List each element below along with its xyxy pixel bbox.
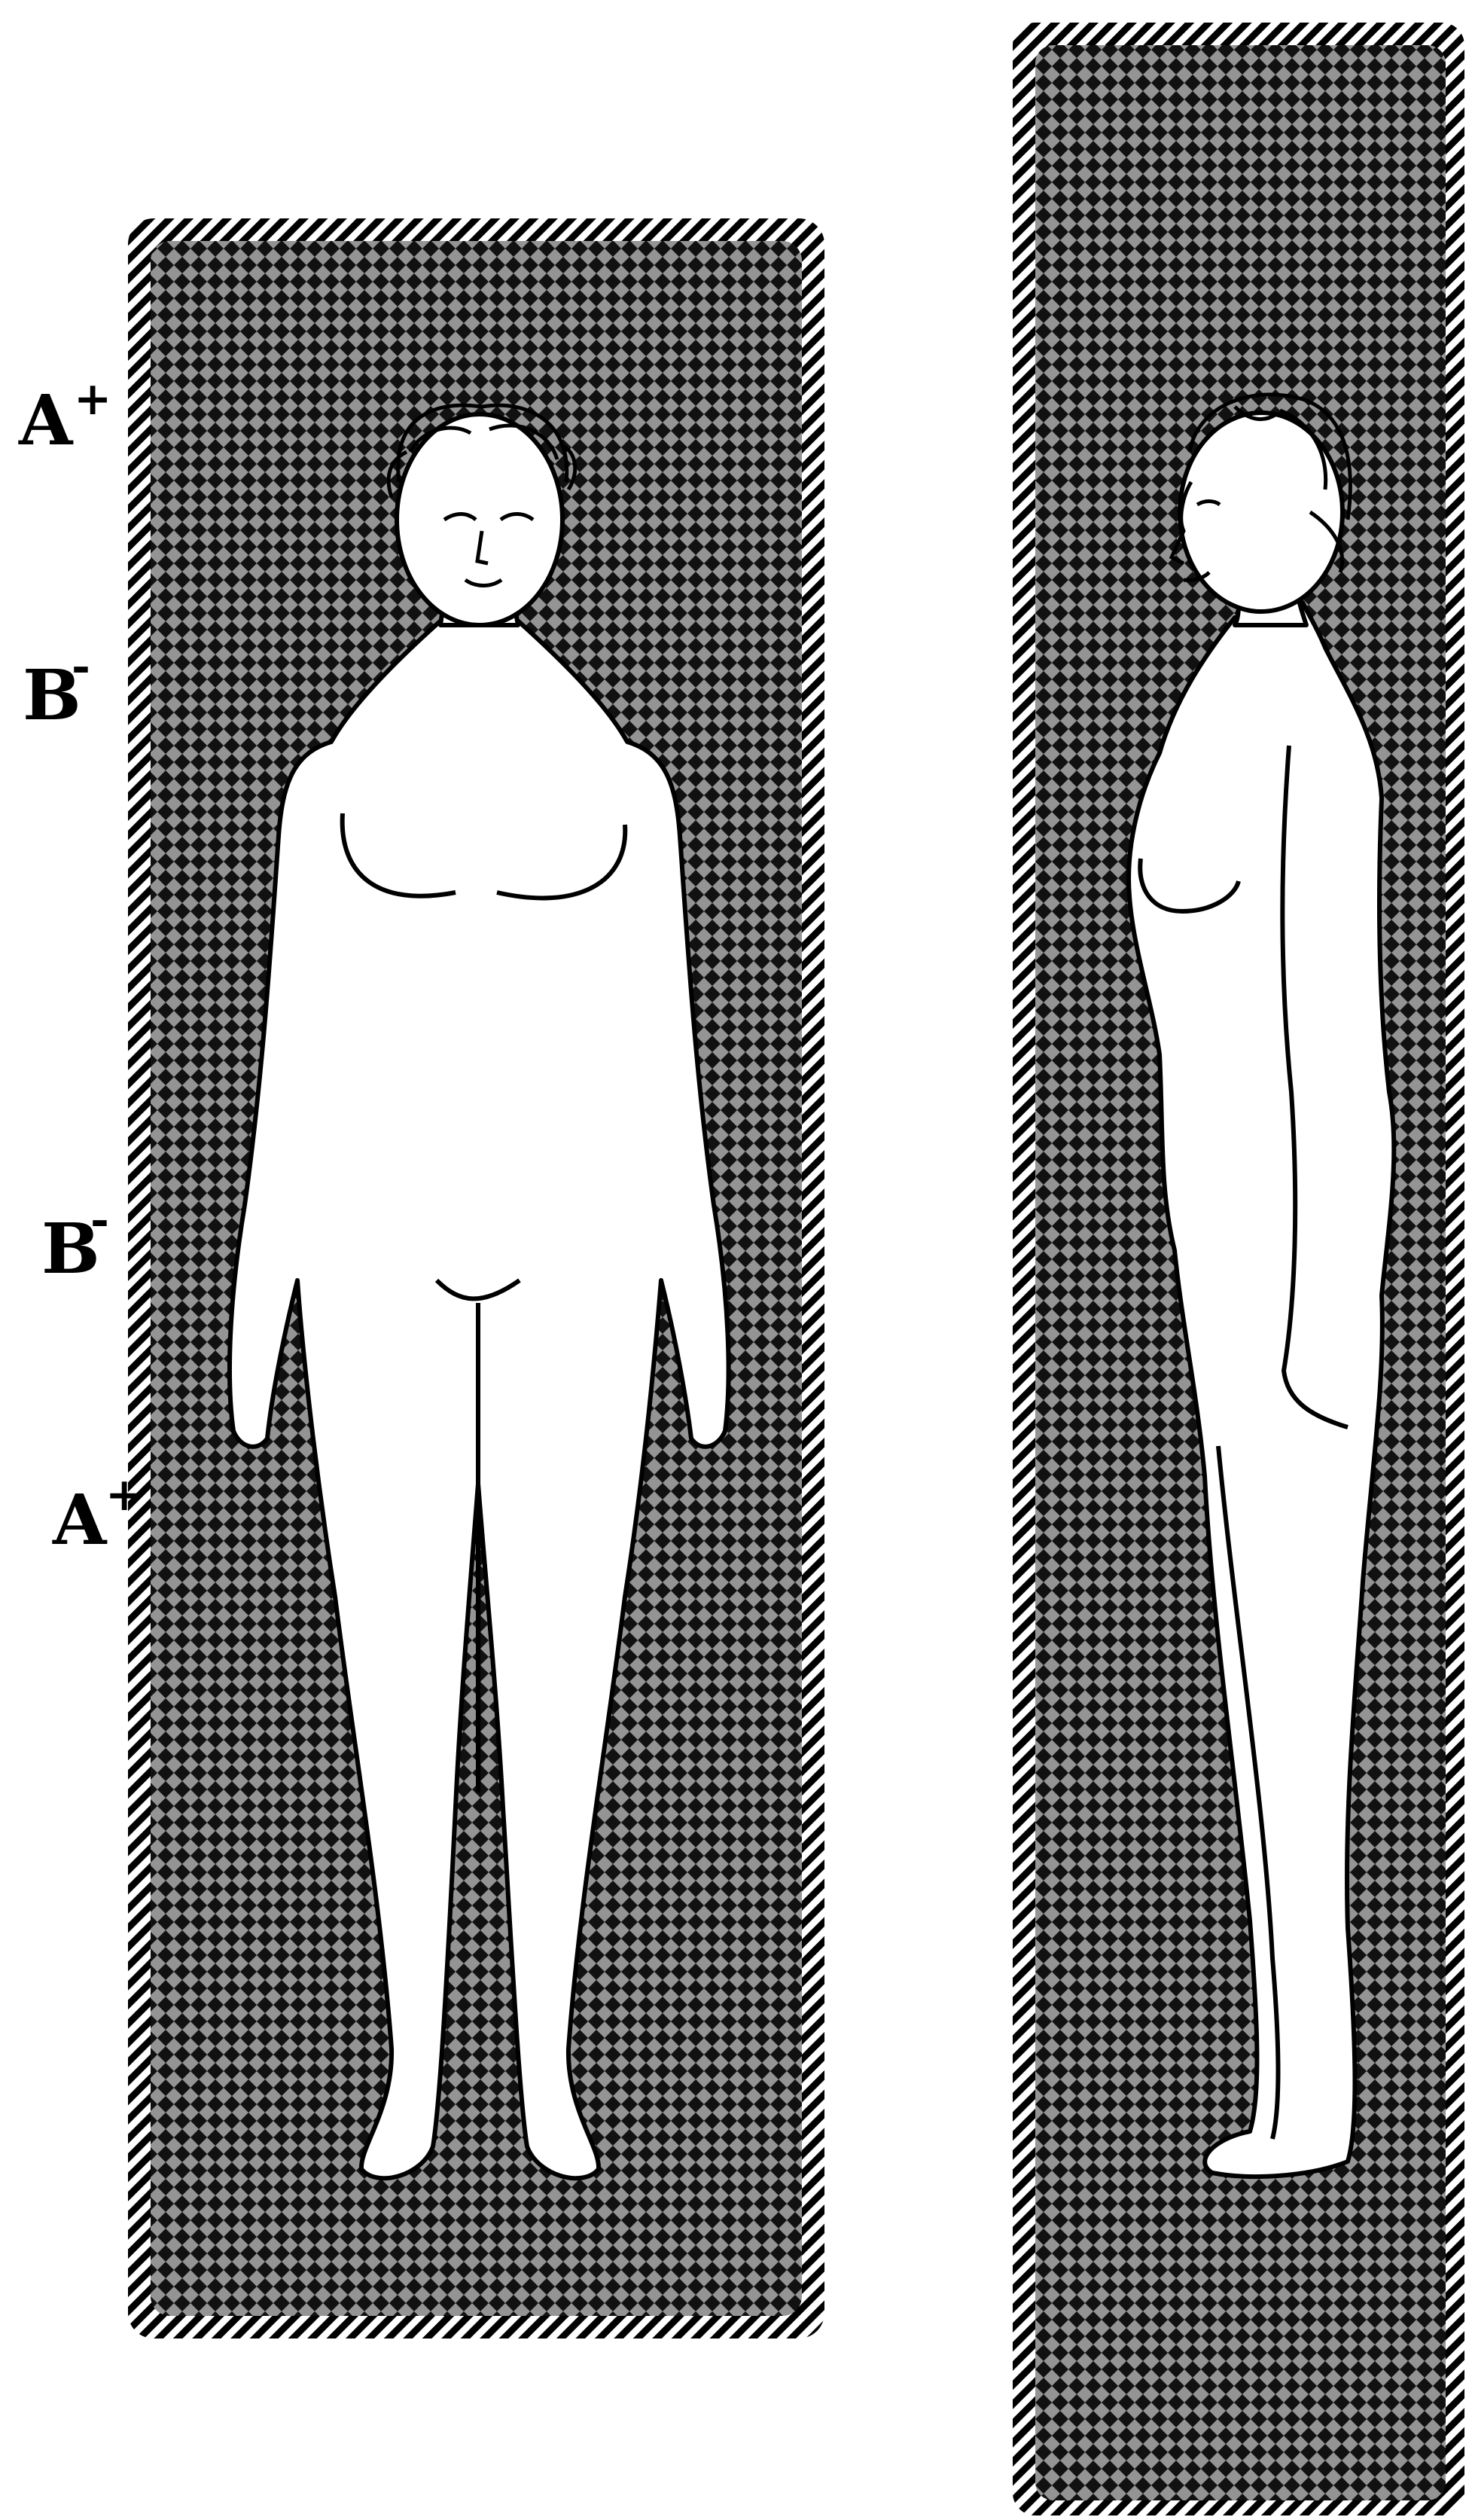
marker-1-sign: + bbox=[74, 373, 111, 426]
marker-1-letter: A bbox=[18, 380, 74, 461]
marker-4-sign: + bbox=[105, 1469, 143, 1521]
marker-2-sign: - bbox=[72, 640, 90, 693]
profile-view-panel bbox=[1013, 23, 1464, 2515]
front-head bbox=[397, 414, 562, 625]
marker-1: A + bbox=[18, 373, 111, 461]
marker-4-letter: A bbox=[52, 1479, 108, 1561]
marker-3-sign: - bbox=[90, 1194, 109, 1246]
front-view-panel bbox=[128, 218, 824, 2338]
marker-2: B - bbox=[23, 640, 90, 736]
marker-3: B - bbox=[41, 1194, 109, 1289]
